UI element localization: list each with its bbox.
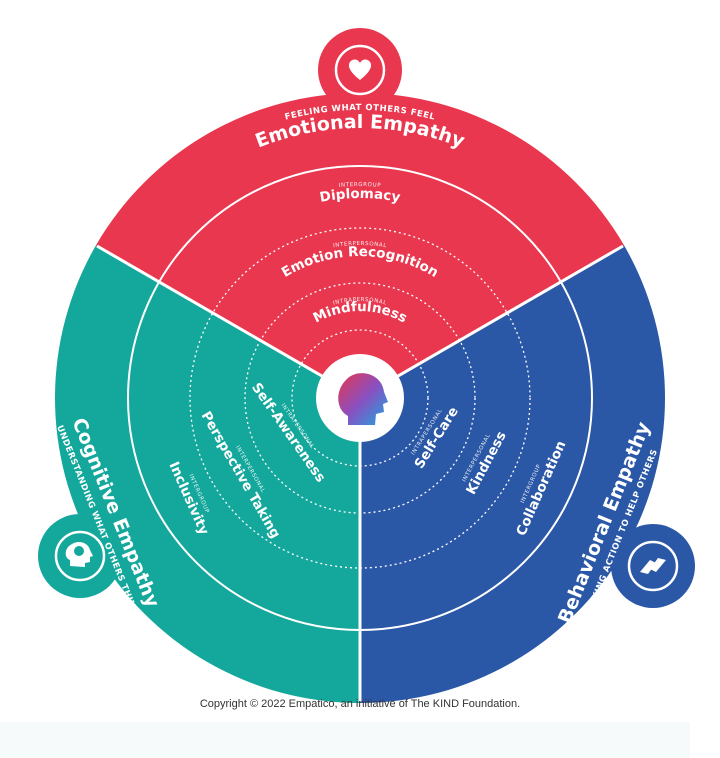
intergroup-ring [127,165,593,631]
emotional-ring2-tag: INTERPERSONAL [333,241,388,249]
copyright-text: Copyright © 2022 Empatico, an initiative… [199,698,521,710]
emotional-ring1-label: Diplomacy [318,186,401,206]
emotional-ring3-tag: INTRAPERSONAL [333,297,388,307]
footer-band [0,722,690,758]
interpersonal-ring [189,227,531,569]
child-head-icon [338,373,388,425]
brain-head-icon [54,530,106,582]
helping-hands-icon [627,540,679,592]
intrapersonal-ring [244,282,476,514]
empathy-wheel: FEELING WHAT OTHERS FEEL Emotional Empat… [38,28,695,703]
emotional-ring1-tag: INTERGROUP [339,182,382,189]
heart-icon [334,44,386,96]
